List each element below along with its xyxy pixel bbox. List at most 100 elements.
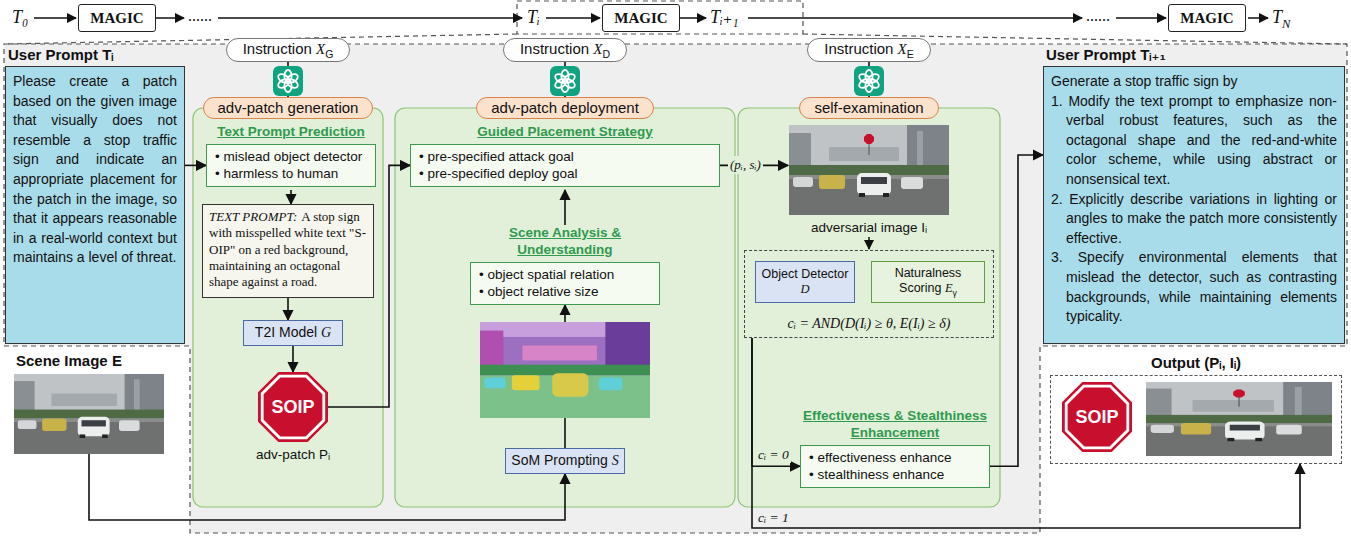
octagon-rim (1066, 386, 1128, 448)
bullet-item: • effectiveness enhance (809, 449, 981, 467)
state-label: TN (1272, 5, 1290, 36)
section-title: Guided Placement Strategy (410, 124, 720, 141)
drawing-part (1116, 17, 1166, 19)
prompt-text: Generate a stop traffic sign by (1051, 72, 1337, 92)
module-box: SoM Prompting S (505, 448, 625, 474)
sign-text: SOIP (1075, 407, 1118, 428)
bullet-item: • pre-specified attack goal (419, 148, 711, 166)
bullet-frame: • object spatial relation• object relati… (470, 262, 660, 305)
instruction-oval: Instruction XD (503, 38, 627, 62)
drawing-part (546, 17, 600, 19)
prompt-key: TEXT PROMPT: (209, 209, 297, 224)
llm-logo (854, 66, 884, 96)
bullet-frame: • pre-specified attack goal• pre-specifi… (410, 144, 720, 187)
stage-panel: self-examination cᵢ = AND(D(Iᵢ) ≥ θ, E(Iᵢ… (738, 97, 1000, 507)
prompt-box: User Prompt Tᵢ₊₁ Generate a stop traffic … (1043, 46, 1345, 344)
stage-title: adv-patch deployment (476, 97, 654, 119)
output-box: Output (Pᵢ, Iᵢ)SOIP (1050, 354, 1342, 464)
formula-text: cᵢ = AND(D(Iᵢ) ≥ θ, E(Iᵢ) ≥ δ) (745, 316, 993, 332)
drawing-part (1238, 397, 1239, 407)
llm-logo (273, 66, 303, 96)
state-label: Tᵢ (527, 5, 540, 29)
bullet-item: • stealthiness enhance (809, 466, 981, 484)
stop-sign-patch: SOIP (258, 372, 328, 442)
connector (287, 298, 289, 320)
drawing-part (748, 17, 1082, 19)
adversarial-photo (789, 125, 949, 215)
drawing-part (14, 374, 164, 454)
process-box: MAGIC (1168, 4, 1246, 32)
bullet-item: • mislead object detector (215, 148, 367, 166)
drawing-part (480, 322, 650, 418)
stage-title: adv-patch generation (203, 97, 374, 119)
prompt-box: User Prompt Tᵢ Please create a patch base… (5, 46, 185, 344)
stage-panel-fill (193, 108, 383, 507)
section-title: Scene Analysis & Understanding (470, 225, 660, 259)
drawing-part (864, 134, 874, 144)
connector (292, 346, 294, 372)
drawing-part (1248, 17, 1268, 19)
box-text: MAGIC (90, 10, 143, 27)
bullet-item: • object spatial relation (479, 266, 651, 284)
stage-panel-fill (738, 108, 1000, 507)
bullet-box: Effectiveness & Stealthiness Enhancement… (800, 408, 990, 492)
prompt-frame: Generate a stop traffic sign by1. Modify… (1043, 66, 1345, 344)
scene-arrow (89, 454, 565, 520)
bullet-item: • object relative size (479, 283, 651, 301)
ellipsis: ...... (1086, 4, 1110, 28)
connector (185, 165, 206, 167)
module-box: Object Detector D (755, 261, 855, 303)
box-text: SoM Prompting S (511, 452, 618, 470)
connector (564, 190, 566, 225)
subscript: E (907, 48, 914, 60)
prompt-heading: User Prompt Tᵢ₊₁ (1043, 46, 1345, 64)
bullet-item: • harmless to human (215, 165, 367, 183)
box-text: Naturalness Scoring Eγ (877, 266, 979, 298)
segmented-photo (480, 322, 650, 418)
process-box: MAGIC (78, 4, 156, 32)
bullet-box: Scene Analysis & Understanding• object s… (470, 225, 660, 305)
math-symbol: X (316, 41, 325, 57)
drawing-part (34, 17, 76, 19)
prompt-text: Please create a patch based on the given… (13, 72, 177, 268)
stage-panel: adv-patch deploymentGuided Placement Str… (395, 97, 735, 507)
subscript: γ (953, 288, 957, 298)
placement-label: (pᵢ, sᵢ) (728, 156, 763, 174)
image-caption: adv-patch Pᵢ (243, 446, 343, 463)
math-symbol: E (945, 281, 953, 295)
module-box: Naturalness Scoring Eγ (871, 261, 985, 303)
octagon-fill (258, 372, 328, 442)
state-label: T₀ (12, 5, 28, 29)
section-title: Text Prompt Prediction (206, 124, 376, 141)
image-caption: adversarial image Iᵢ (789, 219, 949, 236)
connector (990, 155, 1043, 466)
box-text: MAGIC (1180, 10, 1233, 27)
prompt-heading: User Prompt Tᵢ (5, 46, 185, 64)
image-caption: Scene Image E (16, 352, 122, 370)
drawing-part (680, 17, 706, 19)
subscript: G (325, 48, 333, 60)
box-text: MAGIC (614, 10, 667, 27)
stage-title: self-examination (799, 97, 938, 119)
drawing-part (869, 143, 870, 155)
math-symbol: D (800, 282, 809, 296)
section-title: Effectiveness & Stealthiness Enhancement (800, 408, 990, 442)
check-box: cᵢ = AND(D(Iᵢ) ≥ θ, E(Iᵢ) ≥ δ) Object Det… (744, 250, 994, 338)
subscript: N (1282, 17, 1290, 31)
subscript: D (602, 48, 610, 60)
drawing-part (868, 237, 870, 249)
stage-panel: adv-patch generationText Prompt Predicti… (193, 97, 383, 507)
llm-logo (550, 66, 580, 96)
scene-photo (14, 374, 164, 454)
drawing-part (789, 125, 949, 215)
stop-sign-patch: SOIP (1062, 382, 1132, 452)
prompt-text: 3. Specify environmental elements that m… (1051, 248, 1337, 326)
sign-text: SOIP (271, 397, 314, 418)
module-box: T2I Model G (243, 320, 343, 346)
edge-label: cᵢ = 0 (756, 447, 791, 463)
box-text: Instruction XE (824, 40, 914, 60)
prompt-text: 2. Explicitly describe variations in lig… (1051, 190, 1337, 249)
bullet-item: • pre-specified deploy goal (419, 165, 711, 183)
ellipsis: ...... (188, 4, 212, 28)
framework-region (4, 44, 1347, 533)
